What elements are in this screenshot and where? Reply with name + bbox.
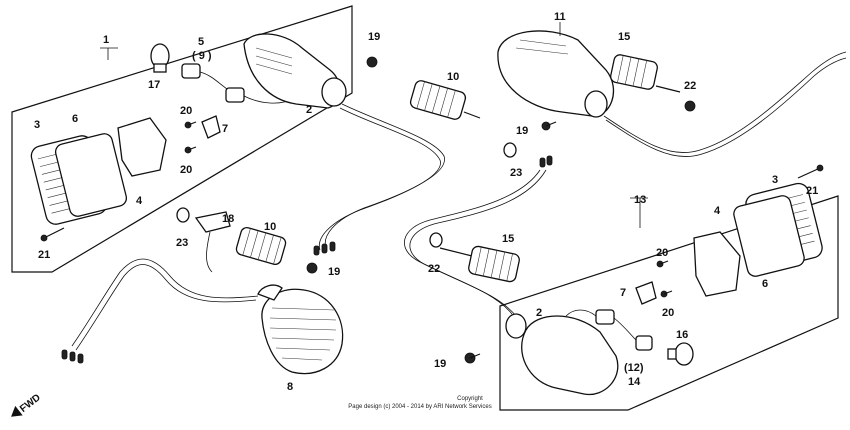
bulb-right xyxy=(667,342,694,366)
callout-19-center: 19 xyxy=(516,125,528,137)
nut-22-top xyxy=(684,100,696,112)
fwd-label: FWD xyxy=(18,392,43,415)
socket-right xyxy=(565,309,653,351)
callout-2-right: 2 xyxy=(536,307,542,319)
nut-19-left-lower xyxy=(306,262,318,274)
callout-23-center: 23 xyxy=(510,167,522,179)
gasket-left xyxy=(54,133,128,217)
nut-19-top xyxy=(366,56,378,68)
spacer-10-left-lower xyxy=(235,226,287,266)
callout-10-upper: 10 xyxy=(447,71,459,83)
callout-20-b: 20 xyxy=(180,164,192,176)
bracket-left xyxy=(201,115,221,139)
fwd-indicator: FWD xyxy=(11,392,43,417)
callout-2-left: 2 xyxy=(306,104,312,116)
callout-22-center: 22 xyxy=(428,263,440,275)
stay-18 xyxy=(194,211,231,233)
callout-21-right: 21 xyxy=(806,185,818,197)
callout-15-center: 15 xyxy=(502,233,514,245)
callout-13: 13 xyxy=(634,194,646,206)
housing-right-top xyxy=(497,30,615,118)
callout-22-top: 22 xyxy=(684,80,696,92)
lamp-base-left xyxy=(117,117,167,177)
callout-7-right: 7 xyxy=(620,287,626,299)
wire-left-lower xyxy=(71,258,259,347)
bolt-19-center xyxy=(541,121,557,131)
housing-right-lower xyxy=(505,313,619,396)
callout-8: 8 xyxy=(287,381,293,393)
wire-right-top xyxy=(603,51,847,154)
housing-left-top xyxy=(243,33,347,109)
washer-23-left xyxy=(176,207,190,223)
copyright-line-2: Page design (c) 2004 - 2014 by ARI Netwo… xyxy=(348,404,491,410)
callout-18: 18 xyxy=(222,213,234,225)
callout-20-d: 20 xyxy=(662,307,674,319)
callout-7-left: 7 xyxy=(222,123,228,135)
screw-21-right xyxy=(797,164,824,179)
washer-22-center xyxy=(429,232,443,248)
callout-19-lower: 19 xyxy=(434,358,446,370)
callout-4-right: 4 xyxy=(714,205,721,217)
screw-21-left xyxy=(40,227,65,242)
lamp-base-right xyxy=(693,231,741,297)
copyright-line-1: Copyright xyxy=(457,396,483,402)
callout-20-a: 20 xyxy=(180,105,192,117)
callout-5: 5 xyxy=(198,36,204,48)
callout-19-left-lower: 19 xyxy=(328,266,340,278)
callout-6-left: 6 xyxy=(72,113,78,125)
screw-20-left xyxy=(184,121,197,154)
spacer-10-upper xyxy=(409,80,481,120)
wire-center xyxy=(404,169,541,315)
callout-6-right: 6 xyxy=(762,278,768,290)
washer-23-center xyxy=(503,142,517,158)
spacer-15-center xyxy=(439,245,520,283)
callout-3-right: 3 xyxy=(772,174,778,186)
callout-1: 1 xyxy=(103,34,109,46)
connectors-left-lower xyxy=(61,349,84,364)
callout-15-top: 15 xyxy=(618,31,630,43)
callout-23-left: 23 xyxy=(176,237,188,249)
callout-20-c: 20 xyxy=(656,247,668,259)
bulb-left xyxy=(150,43,170,73)
callout-11: 11 xyxy=(554,11,566,23)
gasket-right xyxy=(733,195,805,277)
callout-19-top: 19 xyxy=(368,31,380,43)
housing-left-lower xyxy=(257,284,344,375)
callout-14: 14 xyxy=(628,376,641,388)
callout-9: ( 9 ) xyxy=(192,50,212,62)
callout-17: 17 xyxy=(148,79,160,91)
callout-16: 16 xyxy=(676,329,688,341)
bracket-right xyxy=(635,281,657,305)
connectors-center xyxy=(539,155,553,168)
callout-10-lower: 10 xyxy=(264,221,276,233)
spacer-15-top xyxy=(610,54,681,93)
callout-12: (12) xyxy=(624,362,644,374)
callout-4-left: 4 xyxy=(136,195,143,207)
bolt-19-lower xyxy=(464,352,481,364)
socket-left xyxy=(181,63,297,104)
callout-21-left: 21 xyxy=(38,249,50,261)
connectors-left xyxy=(313,241,336,256)
screw-20-right xyxy=(656,260,673,298)
assembly-frame-left xyxy=(11,5,353,273)
callout-3-left: 3 xyxy=(34,119,40,131)
